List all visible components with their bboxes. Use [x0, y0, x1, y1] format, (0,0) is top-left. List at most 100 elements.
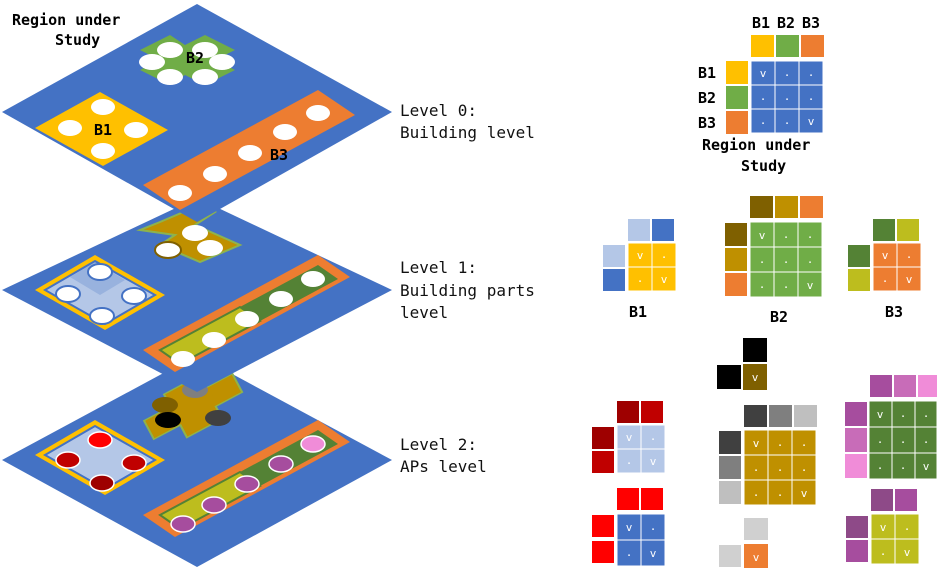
level-0-b2-cross: [139, 35, 235, 85]
matrix-l1-b1-caption: B1: [629, 303, 647, 321]
level-0-plane: [2, 4, 392, 222]
mark-l0-v2: v: [808, 115, 815, 128]
mark-l2b2c-v1: v: [753, 551, 760, 564]
mark-l2b2b-p1: .: [777, 436, 784, 449]
matrix-l0-row-b2: B2: [698, 89, 716, 107]
mark-l2b1a-p2: .: [626, 454, 633, 467]
mark-l1b2-p7: .: [783, 278, 790, 291]
mark-l2b3a-v2: v: [923, 460, 930, 473]
mark-l1b3-p2: .: [882, 272, 889, 285]
level-0-b1: [35, 92, 168, 166]
mark-l2b3b-v1: v: [880, 521, 887, 534]
mark-l0-p4: .: [784, 90, 791, 103]
level-1-b2-cross: [136, 203, 243, 264]
level-1-label-line3: level: [400, 303, 448, 322]
matrix-level-2-b3-a: [845, 375, 937, 480]
mark-l2b3a-p6: .: [877, 459, 884, 472]
mark-l2b2b-v2: v: [801, 487, 808, 500]
level-0-b3: [143, 90, 355, 210]
level-1-label-line2: Building parts: [400, 281, 535, 300]
mark-l0-p6: .: [760, 114, 767, 127]
level-2-plane: [2, 355, 392, 567]
level-labels: Level 0: Building level Level 1: Buildin…: [400, 101, 535, 476]
mark-l1b2-p3: .: [759, 253, 766, 266]
mark-l2b2b-p6: .: [753, 486, 760, 499]
mark-l2b2a-v1: v: [752, 371, 759, 384]
mark-l2b3a-p3: .: [877, 433, 884, 446]
matrix-level-2-b2-c: [719, 518, 768, 568]
matrix-l0-col-b2: B2: [777, 14, 795, 32]
matrix-l0-caption-line2: Study: [741, 157, 786, 175]
matrix-l0-caption-line1: Region under: [702, 136, 810, 154]
level-2-b1: [35, 420, 165, 495]
mark-l1b2-p5: .: [807, 253, 814, 266]
matrix-marks: v . . . . . . . v v . . v v . . . . . . …: [626, 66, 930, 564]
matrix-level-2-b1-b: [592, 488, 666, 567]
mark-l2b2b-v1: v: [753, 437, 760, 450]
mark-l1b1-v2: v: [661, 273, 668, 286]
mark-l2b3b-p2: .: [880, 545, 887, 558]
b3-label-plane: B3: [270, 146, 288, 164]
region-title-line1: Region under: [12, 11, 120, 29]
mark-l2b1a-v1: v: [626, 431, 633, 444]
matrix-level-1-b3: [848, 219, 922, 292]
level-2-b3: [143, 420, 350, 537]
mark-l2b3b-v2: v: [904, 546, 911, 559]
mark-l2b1a-p1: .: [650, 430, 657, 443]
mark-l2b2b-p4: .: [777, 461, 784, 474]
mark-l1b1-p2: .: [637, 272, 644, 285]
level-1-label-line1: Level 1:: [400, 258, 477, 277]
mark-l2b3a-p2: .: [923, 407, 930, 420]
mark-l2b2b-p3: .: [753, 461, 760, 474]
mark-l1b2-p1: .: [783, 228, 790, 241]
mark-l0-p5: .: [808, 90, 815, 103]
mark-l2b3b-p1: .: [904, 520, 911, 533]
matrix-level-2-b2-b: [719, 405, 817, 506]
mark-l0-p3: .: [760, 90, 767, 103]
matrix-l1-b3-caption: B3: [885, 303, 903, 321]
mark-l2b2b-p7: .: [777, 486, 784, 499]
matrix-level-0: [726, 35, 824, 134]
matrix-level-1-b1: [603, 219, 677, 292]
mark-l1b2-p4: .: [783, 253, 790, 266]
b2-label-plane: B2: [186, 49, 204, 67]
matrix-level-2-b1-a: [592, 401, 666, 474]
b1-label-plane: B1: [94, 121, 112, 139]
matrix-level-2-b3-b: [846, 489, 920, 565]
region-title-line2: Study: [55, 31, 100, 49]
mark-l2b1b-p1: .: [650, 520, 657, 533]
level-2-label-line1: Level 2:: [400, 435, 477, 454]
matrix-l1-b2-caption: B2: [770, 308, 788, 326]
matrix-l0-row-b3: B3: [698, 114, 716, 132]
mark-l1b2-p2: .: [807, 228, 814, 241]
mark-l2b3a-v1: v: [877, 408, 884, 421]
matrix-level-1-b2: [725, 196, 823, 298]
matrix-l0-col-b1: B1: [752, 14, 770, 32]
mark-l0-v1: v: [760, 67, 767, 80]
level-1-plane: [2, 198, 392, 392]
mark-l1b2-p6: .: [759, 278, 766, 291]
mark-l2b1a-v2: v: [650, 455, 657, 468]
mark-l1b3-v2: v: [906, 273, 913, 286]
mark-l2b3a-p1: .: [900, 407, 907, 420]
mark-l2b1b-p2: .: [626, 546, 633, 559]
mark-l1b3-p1: .: [906, 248, 913, 261]
mark-l1b2-v2: v: [807, 279, 814, 292]
mark-l2b1b-v2: v: [650, 547, 657, 560]
mark-l2b3a-p4: .: [900, 433, 907, 446]
mark-l0-p7: .: [784, 114, 791, 127]
mark-l1b1-v1: v: [637, 249, 644, 262]
mark-l2b2b-p5: .: [801, 461, 808, 474]
mark-l1b1-p1: .: [661, 248, 668, 261]
mark-l2b3a-p7: .: [900, 459, 907, 472]
level-1-b1: [35, 255, 165, 330]
mark-l2b2b-p2: .: [801, 436, 808, 449]
mark-l0-p2: .: [808, 66, 815, 79]
mark-l0-p1: .: [784, 66, 791, 79]
matrix-l0-row-b1: B1: [698, 64, 716, 82]
labels-bold: Region under Study B1 B2 B3 B1 B2 B3 B1 …: [12, 11, 903, 326]
level-1-b3: [143, 255, 350, 372]
mark-l1b2-v1: v: [759, 229, 766, 242]
mark-l1b3-v1: v: [882, 249, 889, 262]
